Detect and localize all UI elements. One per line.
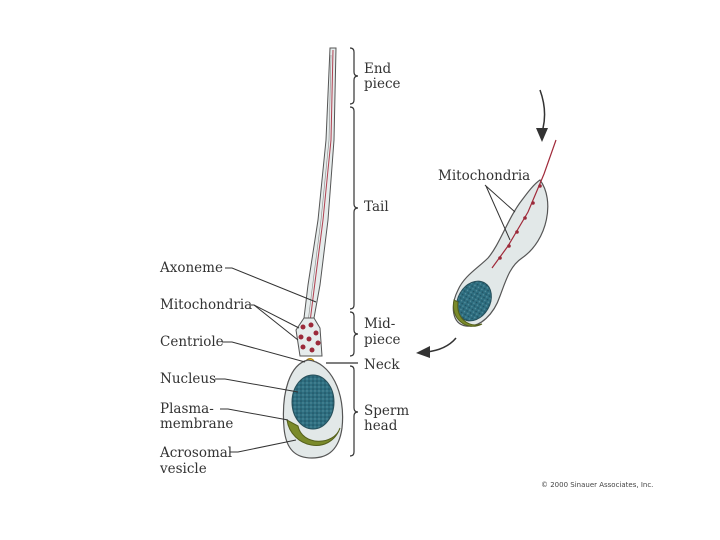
leader-lines xyxy=(215,267,317,453)
label-mid-piece-2: piece xyxy=(364,332,401,348)
leader-axoneme xyxy=(225,267,317,303)
arrow-top xyxy=(536,89,548,142)
inset-sperm xyxy=(452,139,557,327)
leader-acrosomal-vesicle xyxy=(230,439,297,453)
label-acrosomal-vesicle-1: Acrosomal xyxy=(160,445,233,461)
inset-acrosome xyxy=(452,299,483,327)
axoneme-fiber xyxy=(308,49,334,331)
label-mitochondria: Mitochondria xyxy=(160,297,253,313)
inset-flagellum xyxy=(491,139,557,269)
leader-centriole xyxy=(222,341,306,363)
bracket-end-piece xyxy=(349,47,359,105)
mitochondria-cluster xyxy=(298,322,321,353)
label-end-piece-1: End xyxy=(364,61,392,77)
axoneme-fiber-2 xyxy=(306,54,332,331)
label-sperm-head-2: head xyxy=(364,418,398,434)
label-sperm-head-1: Sperm xyxy=(364,403,410,419)
inset-leader-a xyxy=(484,184,516,213)
label-mid-piece-1: Mid- xyxy=(364,316,396,332)
label-nucleus: Nucleus xyxy=(160,371,216,387)
inset-leader-b xyxy=(485,185,511,241)
inset-nucleus xyxy=(456,280,492,322)
leader-nucleus xyxy=(215,378,299,393)
label-neck: Neck xyxy=(364,357,400,373)
leader-plasma-membrane xyxy=(220,408,289,421)
label-plasma-membrane-1: Plasma- xyxy=(160,401,214,417)
inset-mitochondria-dots xyxy=(498,184,542,260)
segment-brackets xyxy=(326,47,359,457)
main-sperm xyxy=(282,47,344,459)
label-end-piece-2: piece xyxy=(364,76,401,92)
label-acrosomal-vesicle-2: vesicle xyxy=(160,461,207,477)
bracket-midpiece xyxy=(349,311,359,357)
arrowhead-down-icon xyxy=(536,128,548,142)
bracket-head xyxy=(349,365,359,457)
label-inset-mitochondria: Mitochondria xyxy=(438,168,531,184)
nucleus xyxy=(291,374,335,430)
arrowhead-left-icon xyxy=(416,346,430,358)
label-plasma-membrane-2: membrane xyxy=(160,416,234,432)
arrow-bottom xyxy=(416,337,457,358)
copyright-text: © 2000 Sinauer Associates, Inc. xyxy=(541,481,654,489)
label-axoneme: Axoneme xyxy=(160,260,223,276)
leader-mitochondria-b xyxy=(253,304,299,341)
sperm-tail xyxy=(303,47,337,319)
bracket-tail xyxy=(349,106,359,310)
label-tail: Tail xyxy=(364,199,389,215)
acrosomal-vesicle xyxy=(286,419,341,446)
label-centriole: Centriole xyxy=(160,334,224,350)
